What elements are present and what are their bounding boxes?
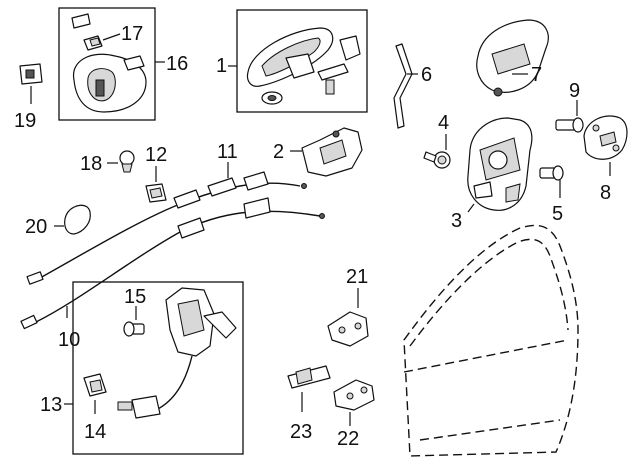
label-1: 1 bbox=[216, 55, 227, 77]
label-23: 23 bbox=[290, 421, 312, 443]
label-5: 5 bbox=[552, 203, 563, 225]
label-10: 10 bbox=[58, 329, 80, 351]
part-9-bolt bbox=[555, 117, 584, 133]
part-23-door-checker bbox=[287, 365, 331, 389]
part-15-bolt bbox=[123, 321, 145, 337]
label-19: 19 bbox=[14, 110, 36, 132]
part-20-cap bbox=[64, 204, 91, 235]
label-22: 22 bbox=[337, 428, 359, 450]
label-2: 2 bbox=[273, 141, 284, 163]
part-13-latch-assembly bbox=[117, 287, 237, 419]
part-7-lock-cover bbox=[476, 19, 549, 97]
label-20: 20 bbox=[25, 216, 47, 238]
label-4: 4 bbox=[438, 112, 449, 134]
label-6: 6 bbox=[421, 64, 432, 86]
label-11: 11 bbox=[217, 141, 238, 163]
part-17-clip bbox=[71, 13, 103, 51]
label-21: 21 bbox=[346, 266, 368, 288]
label-3: 3 bbox=[451, 210, 462, 232]
label-17: 17 bbox=[121, 23, 143, 45]
part-3-lock-actuator bbox=[467, 117, 533, 211]
part-16-inside-handle bbox=[72, 53, 147, 113]
part-2-handle-bracket bbox=[301, 127, 363, 177]
part-5-screw bbox=[539, 165, 564, 181]
label-9: 9 bbox=[569, 80, 580, 102]
part-14-clip bbox=[83, 373, 107, 397]
part-4-bolt bbox=[423, 151, 451, 169]
label-14: 14 bbox=[84, 421, 106, 443]
part-21-hinge bbox=[327, 311, 369, 347]
label-16: 16 bbox=[166, 53, 188, 75]
group-box-1 bbox=[236, 9, 368, 113]
label-8: 8 bbox=[600, 182, 611, 204]
part-18-screw bbox=[119, 150, 135, 173]
part-22-hinge bbox=[333, 379, 375, 411]
part-6-rod bbox=[393, 43, 413, 129]
label-18: 18 bbox=[80, 153, 102, 175]
label-15: 15 bbox=[124, 286, 146, 308]
part-12-cable-clip bbox=[145, 183, 167, 203]
door-outline bbox=[403, 224, 579, 457]
part-11-cable bbox=[20, 171, 325, 330]
part-8-striker bbox=[583, 115, 628, 160]
label-13: 13 bbox=[40, 394, 62, 416]
group-box-16 bbox=[58, 7, 156, 121]
label-7: 7 bbox=[531, 64, 542, 86]
label-12: 12 bbox=[145, 144, 167, 166]
part-19-clip bbox=[19, 63, 43, 85]
group-box-13 bbox=[72, 281, 244, 455]
part-1-outside-handle bbox=[246, 27, 361, 105]
